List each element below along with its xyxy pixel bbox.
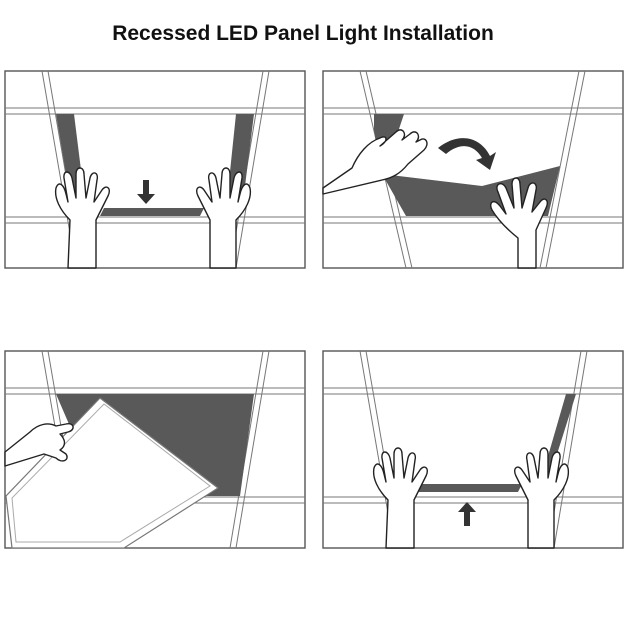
curved-arrow-icon <box>438 138 496 170</box>
right-hand-icon <box>513 447 570 549</box>
diagram-title: Recessed LED Panel Light Installation <box>112 22 494 45</box>
grid-rail <box>539 70 580 269</box>
up-arrow-icon <box>458 502 476 526</box>
grid-rail <box>553 350 588 549</box>
ceiling-frame <box>322 350 624 549</box>
left-hand-icon <box>372 447 429 549</box>
hand-icon <box>4 422 74 467</box>
grid-rail <box>235 70 270 269</box>
grid-rail <box>235 350 270 549</box>
left-hand-icon <box>54 167 111 269</box>
step-2-illustration <box>322 70 624 269</box>
down-arrow-icon <box>137 180 155 204</box>
ceiling-opening <box>544 394 576 470</box>
right-hand-icon <box>195 167 252 269</box>
led-panel-edge <box>11 403 211 543</box>
ceiling-opening <box>100 208 204 216</box>
right-hand-icon <box>490 177 549 269</box>
led-panel <box>5 397 220 549</box>
grid-rail <box>229 350 264 549</box>
grid-rail <box>545 70 586 269</box>
step-4-illustration <box>322 350 624 549</box>
step-3-illustration <box>4 350 306 549</box>
ceiling-opening <box>418 484 522 492</box>
step-1-illustration <box>4 70 306 269</box>
left-hand-icon <box>322 129 428 195</box>
ceiling-frame <box>4 70 306 269</box>
